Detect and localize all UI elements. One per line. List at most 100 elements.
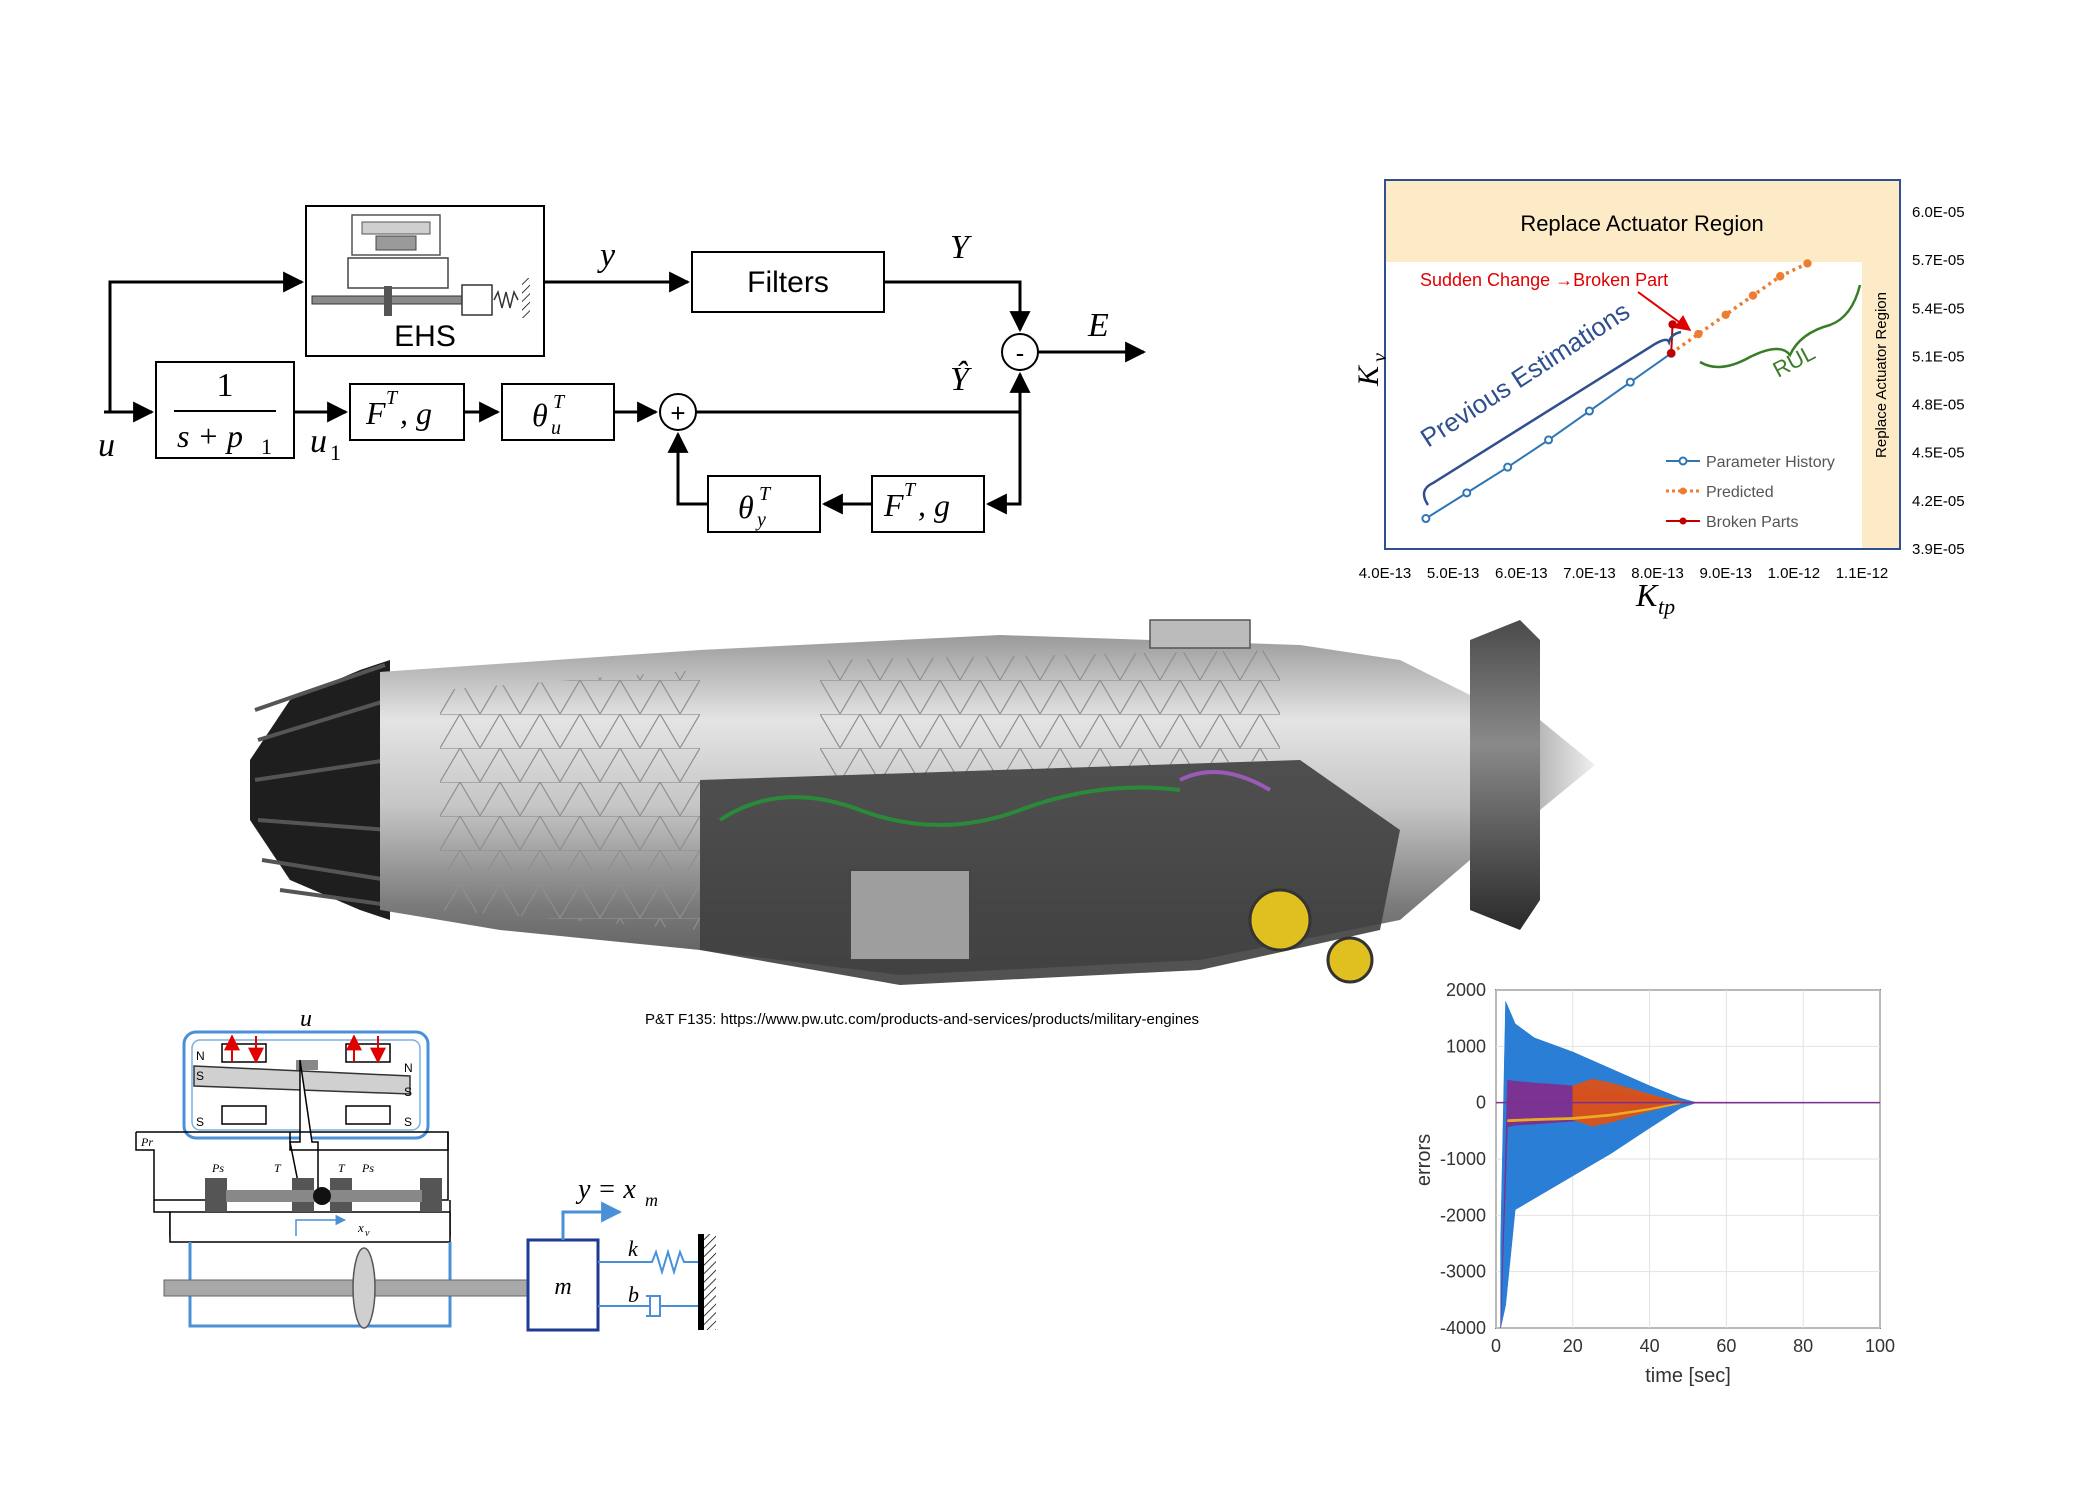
theta-y-symbol: θ (738, 489, 754, 525)
xv-arrow (295, 1214, 347, 1236)
spool-bore (169, 1211, 451, 1243)
pole-S-left: S (196, 1069, 204, 1083)
signal-Y-label: Y (950, 229, 972, 266)
minus-sign: - (1016, 338, 1025, 368)
ftg-forward-F: F (365, 395, 386, 431)
estimation-y-tick-0: 3.9E-05 (1912, 541, 1965, 558)
port-Ps-right: Ps (361, 1161, 374, 1175)
port-T-left: T (274, 1161, 282, 1175)
estimation-point-1-4 (1776, 272, 1785, 281)
servo-u-label: u (300, 1006, 312, 1032)
coil-bottom-left (221, 1105, 267, 1125)
errors-series (1496, 1001, 1881, 1329)
engine-green-harness (718, 785, 1181, 827)
signal-u-label: u (98, 427, 115, 464)
ftg-forward-block (349, 383, 465, 441)
sudden-change-arrow (1637, 291, 1692, 331)
errors-y-tick-2: 0 (1476, 1093, 1486, 1113)
engine-purple-harness (1179, 770, 1272, 792)
errors-y-tick-4: -2000 (1440, 1205, 1486, 1225)
engine-yellow-fitting-2 (1326, 936, 1374, 984)
engine-control-box (849, 869, 971, 961)
ftg-feedback-rest: , g (918, 487, 950, 523)
estimation-x-tick-1: 5.0E-13 (1427, 565, 1480, 582)
block-diagram-wires (104, 271, 1147, 515)
errors-x-tick-1: 20 (1563, 1336, 1583, 1356)
estimation-point-1-1 (1694, 329, 1703, 339)
output-arrow (561, 1201, 623, 1240)
engine-fan-inlet (1470, 620, 1540, 930)
replace-region-side (1862, 262, 1900, 549)
estimation-y-tick-1: 4.2E-05 (1912, 493, 1965, 510)
legend-label-predicted: Predicted (1706, 484, 1774, 501)
estimation-y-tick-6: 5.7E-05 (1912, 252, 1965, 269)
mass-label: m (554, 1274, 571, 1300)
wall (698, 1234, 704, 1330)
damper (598, 1295, 700, 1317)
errors-x-tick-2: 40 (1640, 1336, 1660, 1356)
engine-nozzle (250, 660, 390, 920)
estimation-point-0-3 (1544, 435, 1554, 445)
estimation-y-tick-5: 5.4E-05 (1912, 300, 1965, 317)
theta-u-sup: T (553, 391, 566, 413)
pole-N-left: N (196, 1049, 205, 1063)
coil-top-right (345, 1043, 391, 1063)
theta-u-symbol: θ (532, 397, 548, 433)
estimation-point-0-2 (1503, 462, 1513, 472)
estimation-x-tick-2: 6.0E-13 (1495, 565, 1548, 582)
tf-numerator: 1 (217, 367, 234, 404)
actuator-rod (163, 1279, 529, 1297)
rul-brace (1699, 284, 1862, 369)
theta-y-block (707, 475, 821, 533)
ehs-label: EHS (394, 320, 456, 353)
flapper-ball (313, 1187, 331, 1205)
output-equation-sub: m (645, 1190, 658, 1210)
estimation-point-1-3 (1748, 291, 1758, 300)
xv-sub: v (365, 1228, 370, 1239)
engine-illustration: P&T F135: https://www.pw.utc.com/product… (250, 619, 1595, 1028)
legend-marker-parameter-history (1678, 456, 1688, 466)
previous-estimations-brace (1422, 330, 1682, 506)
estimation-chart: Replace Actuator Region Replace Actuator… (1352, 165, 1985, 625)
legend-marker-predicted (1679, 487, 1687, 495)
core-mesh (820, 650, 1280, 780)
ftg-forward-rest: , g (400, 395, 432, 431)
errors-xlabel: time [sec] (1645, 1365, 1731, 1387)
estimation-point-1-2 (1721, 310, 1730, 319)
block-diagram: EHS Filters 1 s + p 1 F T , g θ u T F T … (98, 205, 1147, 533)
replace-region-top (1385, 180, 1900, 262)
signal-E-label: E (1087, 307, 1109, 344)
estimation-point-0-1 (1462, 488, 1472, 498)
estimation-x-tick-0: 4.0E-13 (1359, 565, 1412, 582)
pole-S-bottom-left: S (196, 1115, 204, 1129)
signal-Yhat-label: Ŷ (950, 361, 972, 398)
errors-band-3 (1507, 1102, 1681, 1123)
wall-hatch (704, 1234, 716, 1330)
servo-valve-schematic: u N S N S S S Pr Ps T T Ps x v m y = x m (135, 1006, 716, 1332)
filters-label: Filters (747, 266, 829, 299)
pole-S-bottom-right: S (404, 1115, 412, 1129)
errors-y-tick-0: 2000 (1446, 980, 1486, 1000)
estimation-x-tick-4: 8.0E-13 (1631, 565, 1684, 582)
estimation-xlabel: K (1635, 577, 1659, 613)
legend-label-broken-parts: Broken Parts (1706, 514, 1798, 531)
errors-y-tick-6: -4000 (1440, 1318, 1486, 1338)
actuator-piston (352, 1247, 376, 1329)
estimation-ylabel: K (1352, 364, 1385, 387)
engine-caption: P&T F135: https://www.pw.utc.com/product… (645, 1011, 1199, 1028)
legend-label-parameter-history: Parameter History (1706, 454, 1835, 471)
valve-body-top (135, 1132, 449, 1201)
mass-block (526, 1238, 600, 1332)
theta-y-sub: y (755, 509, 766, 531)
output-equation: y = x (575, 1174, 636, 1205)
spring (598, 1248, 700, 1276)
engine-nose-cone (1540, 720, 1595, 810)
estimation-point-0-5 (1625, 377, 1635, 387)
estimation-y-tick-3: 4.8E-05 (1912, 397, 1965, 414)
estimation-x-tick-3: 7.0E-13 (1563, 565, 1616, 582)
spool-land-4 (420, 1178, 442, 1212)
spring-label: k (628, 1236, 639, 1261)
